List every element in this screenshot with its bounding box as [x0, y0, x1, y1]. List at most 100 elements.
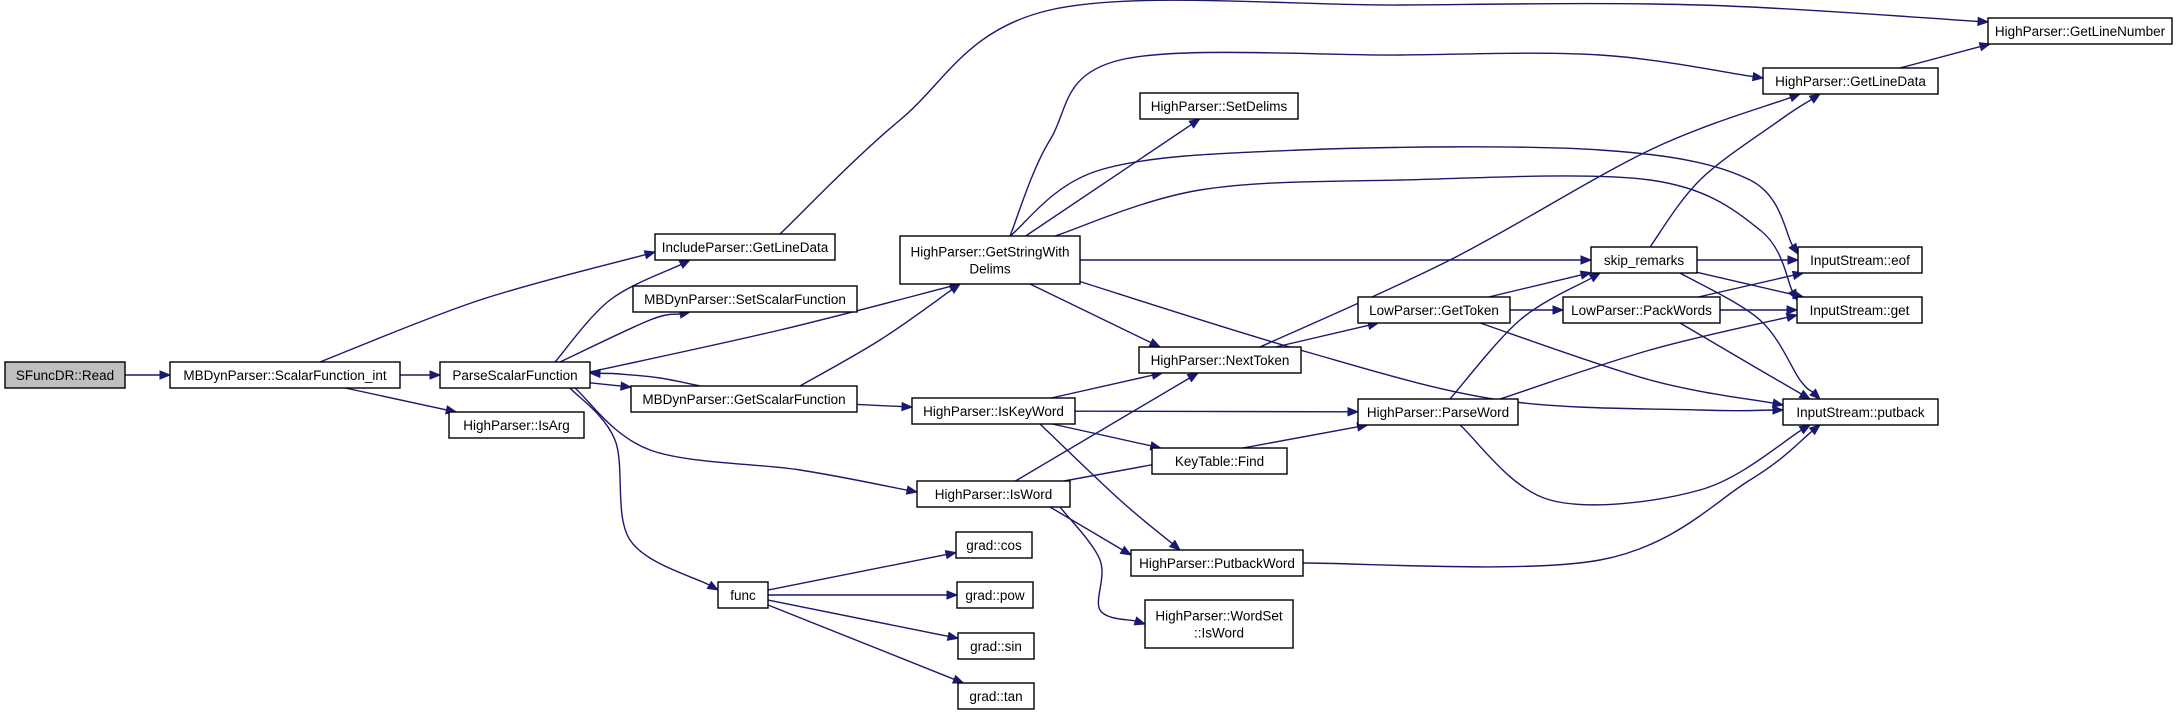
function-node-keytable-find[interactable]: KeyTable::Find [1151, 447, 1288, 475]
call-edge-func-to-grad_sin [767, 599, 960, 641]
call-edge-line [1029, 283, 1152, 344]
arrowhead-icon [1148, 338, 1162, 348]
call-edge-skip_remarks-to-highparser_getlinedata [1649, 93, 1822, 248]
call-edges [125, 0, 1992, 684]
call-edge-iskeyword-to-parseword [1074, 407, 1360, 417]
call-edge-getstringwithdelims-to-inputstream_get [1054, 175, 1798, 302]
function-node-highparser-isarg[interactable]: HighParser::IsArg [448, 411, 585, 439]
function-node-label: HighParser::PutbackWord [1139, 556, 1295, 571]
arrowhead-icon [1788, 242, 1799, 256]
call-edge-scalarfunction_int-to-highparser_isarg [345, 387, 458, 415]
function-node-label: LowParser::PackWords [1571, 303, 1712, 318]
call-edge-func-to-grad_pow [768, 590, 959, 600]
function-node-wordset-isword[interactable]: HighParser::WordSet::IsWord [1144, 599, 1294, 649]
function-node-highparser-getlinedata[interactable]: HighParser::GetLineData [1762, 67, 1939, 95]
arrowhead-icon [1808, 424, 1822, 436]
function-node-packwords[interactable]: LowParser::PackWords [1562, 296, 1721, 324]
function-node-inputstream-eof[interactable]: InputStream::eof [1797, 246, 1923, 274]
call-edge-line [1499, 316, 1788, 400]
function-node-label: HighParser::GetStringWith [910, 245, 1069, 260]
call-edge-line [554, 263, 682, 363]
function-node-box [630, 385, 858, 413]
function-node-box [957, 632, 1035, 660]
function-node-parseword[interactable]: HighParser::ParseWord [1357, 398, 1519, 426]
call-edge-lowparser_gettoken-to-inputstream_putback [1479, 322, 1785, 408]
function-node-box [1797, 246, 1923, 274]
function-node-isword[interactable]: HighParser::IsWord [916, 480, 1071, 508]
call-edge-line [856, 403, 903, 408]
call-edge-line [1009, 51, 1754, 237]
call-edge-isword-to-wordset_isword [1059, 506, 1147, 626]
call-edge-getstringwithdelims-to-highparser_getlinedata [1009, 51, 1765, 237]
function-node-label: ParseScalarFunction [452, 368, 577, 383]
call-edge-line [1275, 324, 1369, 348]
function-node-grad-pow[interactable]: grad::pow [956, 581, 1034, 609]
function-node-label: LowParser::GetToken [1369, 303, 1499, 318]
function-node-grad-cos[interactable]: grad::cos [955, 531, 1033, 559]
call-edge-line [589, 285, 951, 373]
call-edge-getstringwithdelims-to-skip_remarks [1080, 255, 1593, 265]
function-nodes: SFuncDR::Read MBDynParser::ScalarFunction… [4, 17, 2173, 710]
call-edge-parsescalarfunction-to-func [569, 387, 720, 591]
call-edge-scalarfunction_int-to-parsescalarfunction [400, 370, 442, 380]
function-node-iskeyword[interactable]: HighParser::IsKeyWord [911, 397, 1076, 425]
function-node-label: HighParser::NextToken [1151, 353, 1290, 368]
call-edge-line [767, 604, 955, 680]
function-node-putbackword[interactable]: HighParser::PutbackWord [1130, 549, 1304, 577]
call-edge-line [1074, 410, 1349, 413]
function-node-box [717, 581, 769, 609]
arrowhead-icon [944, 549, 958, 560]
call-edge-parsescalarfunction-to-getscalarfunction [589, 381, 633, 391]
call-edge-line [1049, 506, 1123, 551]
arrowhead-icon [678, 259, 692, 269]
call-edge-line [589, 382, 622, 387]
arrowhead-icon [1808, 93, 1822, 104]
arrowhead-icon [1168, 539, 1182, 551]
function-node-label: HighParser::ParseWord [1367, 405, 1509, 420]
call-edge-parseword-to-inputstream_get [1499, 312, 1799, 400]
function-node-grad-sin[interactable]: grad::sin [957, 632, 1035, 660]
function-node-skip-remarks[interactable]: skip_remarks [1590, 246, 1698, 274]
function-node-lowparser-gettoken[interactable]: LowParser::GetToken [1357, 296, 1511, 324]
arrowhead-icon [1785, 312, 1799, 323]
arrowhead-icon [1798, 424, 1812, 435]
function-node-box [911, 397, 1076, 425]
call-edge-parseword-to-inputstream_putback [1459, 424, 1812, 506]
function-node-inputstream-get[interactable]: InputStream::get [1796, 296, 1923, 324]
function-node-parsescalarfunction[interactable]: ParseScalarFunction [439, 361, 591, 389]
call-edge-lowparser_gettoken-to-skip_remarks [1488, 270, 1593, 298]
function-node-grad-tan[interactable]: grad::tan [957, 682, 1035, 710]
arrowhead-icon [946, 590, 959, 600]
arrowhead-icon [1579, 270, 1593, 280]
call-edge-parseword-to-skip_remarks [1449, 272, 1602, 400]
function-node-includeparser-getlinedata[interactable]: IncludeParser::GetLineData [654, 233, 836, 261]
call-edge-line [767, 599, 949, 638]
function-node-nexttoken[interactable]: HighParser::NextToken [1138, 346, 1302, 374]
arrowhead-icon [1977, 16, 1990, 27]
function-node-label: InputStream::eof [1810, 253, 1910, 268]
arrowhead-icon [1809, 388, 1821, 400]
function-node-func[interactable]: func [717, 581, 769, 609]
function-node-scalarfunction-int[interactable]: MBDynParser::ScalarFunction_int [169, 361, 401, 389]
function-node-getlinenumber[interactable]: HighParser::GetLineNumber [1987, 17, 2173, 45]
function-node-sfuncdr-read[interactable]: SFuncDR::Read [4, 361, 126, 389]
arrowhead-icon [429, 370, 442, 380]
function-node-setdelims[interactable]: HighParser::SetDelims [1139, 92, 1299, 120]
function-node-box [916, 480, 1071, 508]
function-node-inputstream-putback[interactable]: InputStream::putback [1782, 398, 1939, 426]
call-edge-getstringwithdelims-to-inputstream_eof [1009, 146, 1799, 256]
function-node-label: grad::cos [966, 538, 1022, 553]
function-node-label: HighParser::IsArg [463, 418, 570, 433]
call-edge-iskeyword-to-putbackword [1039, 423, 1182, 551]
function-node-label: HighParser::IsKeyWord [923, 404, 1064, 419]
function-node-label: InputStream::putback [1796, 405, 1925, 420]
call-edge-line [559, 313, 681, 363]
call-edge-line [1052, 423, 1152, 447]
call-edge-line [1302, 430, 1813, 568]
function-node-setscalarfunction[interactable]: MBDynParser::SetScalarFunction [632, 285, 858, 313]
call-edge-line [1074, 279, 1774, 412]
function-node-getscalarfunction[interactable]: MBDynParser::GetScalarFunction [630, 385, 858, 413]
function-node-label: InputStream::get [1810, 303, 1910, 318]
arrowhead-icon [905, 485, 919, 495]
